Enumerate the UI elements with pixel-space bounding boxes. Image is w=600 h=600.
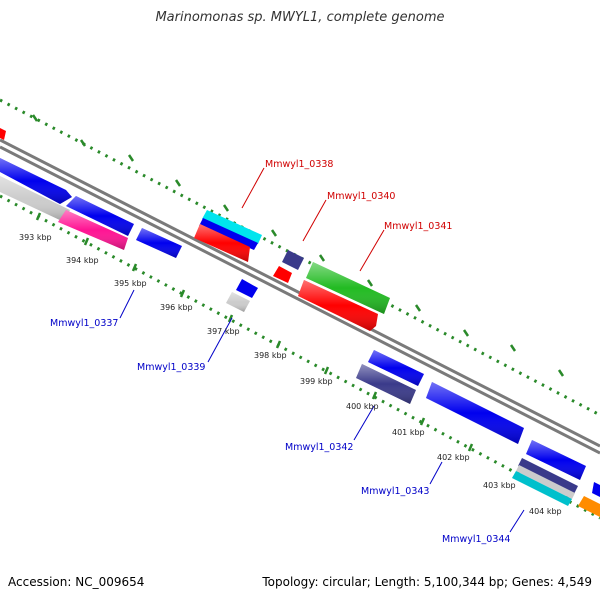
outer-dotted-guide	[0, 98, 600, 417]
gene-label: Mmwyl1_0342	[285, 442, 353, 453]
gene-label: Mmwyl1_0337	[50, 318, 118, 329]
tick-label: 395 kbp	[114, 279, 147, 288]
gene-arrow-cyan	[202, 210, 262, 244]
gene-label: Mmwyl1_0344	[442, 534, 510, 545]
tick-label: 403 kbp	[483, 481, 516, 490]
gene-label: Mmwyl1_0343	[361, 486, 429, 497]
gene-label: Mmwyl1_0338	[265, 159, 333, 170]
gene-shade	[356, 364, 416, 404]
gene-shade	[226, 292, 250, 312]
gene-labels-upper: Mmwyl1_0338 Mmwyl1_0340 Mmwyl1_0341	[265, 159, 452, 232]
gene-labels-lower: Mmwyl1_0337 Mmwyl1_0339 Mmwyl1_0342 Mmwy…	[50, 318, 510, 545]
gene-shade	[306, 262, 390, 314]
gene-shade	[58, 210, 128, 250]
inner-dotted-guide	[0, 194, 600, 520]
gene-shade	[136, 228, 182, 258]
gene-label: Mmwyl1_0340	[327, 191, 395, 202]
gene-shade	[194, 224, 250, 262]
tick-label: 402 kbp	[437, 453, 470, 462]
gene-shade	[0, 176, 70, 222]
tick-label: 394 kbp	[66, 256, 99, 265]
gene-shade	[0, 158, 72, 204]
tick-label: 393 kbp	[19, 233, 52, 242]
genome-summary-text: Topology: circular; Length: 5,100,344 bp…	[262, 575, 592, 589]
gene-shade	[368, 350, 424, 386]
gene-shade	[526, 440, 586, 480]
outer-ticks	[31, 114, 565, 377]
label-leaders-upper	[241, 167, 385, 272]
backbone-inner	[0, 145, 600, 455]
gene-label: Mmwyl1_0339	[137, 362, 205, 373]
tick-label: 398 kbp	[254, 351, 287, 360]
tick-label: 396 kbp	[160, 303, 193, 312]
gene-arrow-red	[273, 266, 292, 283]
gene-shade	[426, 382, 524, 444]
tick-label: 397 kbp	[207, 327, 240, 336]
genes	[0, 128, 600, 517]
label-leaders-lower	[119, 289, 525, 533]
tick-label: 401 kbp	[392, 428, 425, 437]
gene-label: Mmwyl1_0341	[384, 221, 452, 232]
gene-shade	[66, 196, 134, 236]
gene-arrow-blue	[199, 218, 258, 250]
gene-arrow-blue	[236, 279, 258, 298]
tick-labels: 393 kbp 394 kbp 395 kbp 396 kbp 397 kbp …	[19, 233, 562, 516]
gene-arrow-red-edge	[0, 128, 6, 140]
tick-label: 400 kbp	[346, 402, 379, 411]
gene-arrow-orange-edge	[578, 496, 600, 517]
gene-arrow-blue-edge	[592, 482, 600, 497]
page-title: Marinomonas sp. MWYL1, complete genome	[155, 10, 445, 25]
gene-arrow-navy	[518, 458, 578, 494]
tick-label: 399 kbp	[300, 377, 333, 386]
gene-arrow-silver	[516, 465, 575, 499]
tick-label: 404 kbp	[529, 507, 562, 516]
accession-text: Accession: NC_009654	[8, 575, 145, 589]
gene-arrow-navy	[282, 250, 304, 270]
gene-shade	[298, 280, 378, 331]
gene-arrow-cyan	[512, 471, 572, 506]
